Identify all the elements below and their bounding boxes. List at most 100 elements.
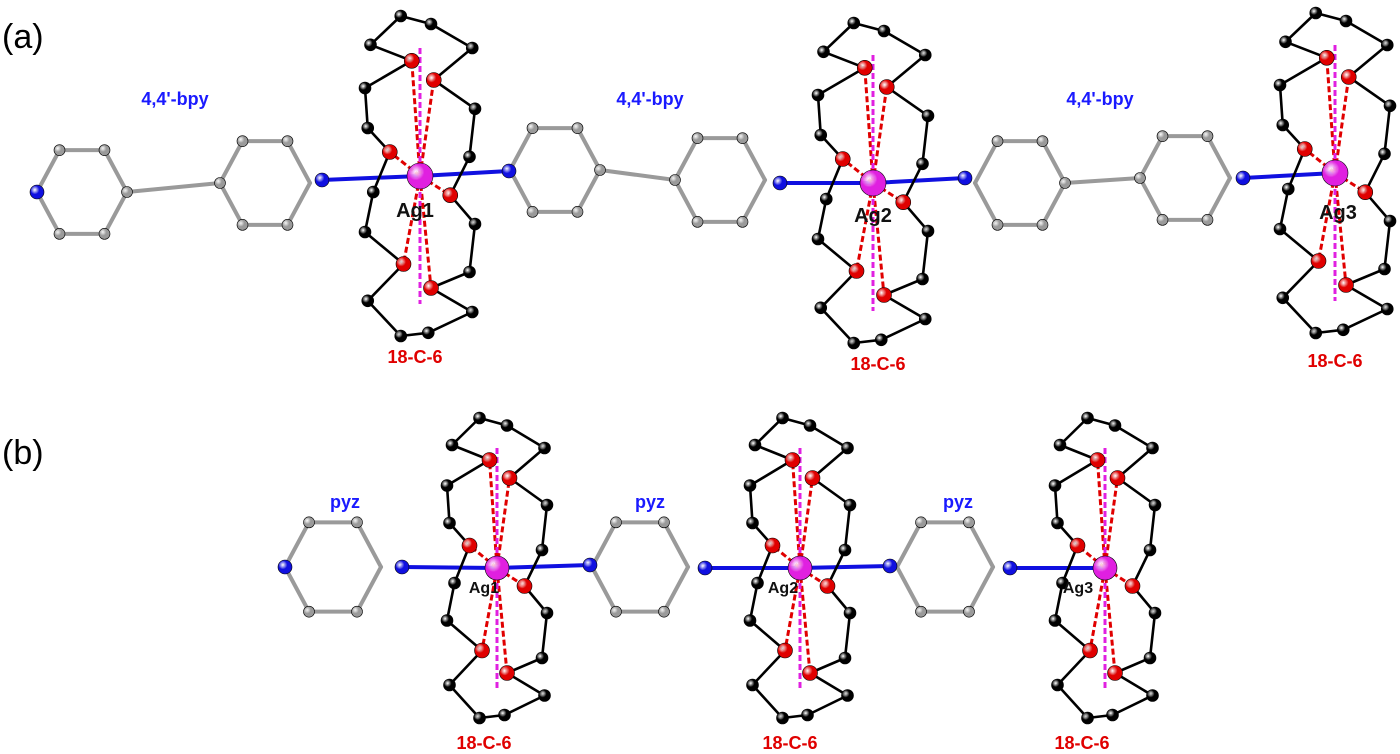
panel-a-bpy-3-ring-bond xyxy=(1205,176,1232,222)
panel-a-crown-1-crown-bond xyxy=(429,286,474,314)
panel-b-crown-3-oxygen-atom xyxy=(1109,470,1126,486)
panel-b-crown-3-carbon-atom xyxy=(1106,708,1119,722)
panel-a-crown-3-carbon-atom xyxy=(1339,14,1353,28)
panel-b-crown-3-carbon-atom xyxy=(1056,576,1069,590)
panel-a-crown-1-crown-bond xyxy=(363,230,405,266)
panel-a-crown-2-carbon-atom xyxy=(811,232,825,246)
panel-b-crown-3-crown-bond xyxy=(1111,694,1154,717)
panel-a-bpy-3-ring-bond xyxy=(1138,176,1165,222)
panel-a-bpy-1-ring-bond xyxy=(285,181,312,227)
panel-a-bpy-2-ring-bond xyxy=(673,178,700,224)
panel-b-nitrogen-atom xyxy=(582,557,598,573)
panel-b-crown-2-oxygen-atom xyxy=(764,537,781,554)
panel-b-crown-1-carbon-atom xyxy=(540,498,554,512)
panel-a-ligand-carbon-atom xyxy=(526,122,539,134)
panel-a-crown-3-crown-bond xyxy=(1281,296,1318,335)
panel-b-nitrogen-atom xyxy=(882,558,898,574)
panel-a-crown-1-crown-bond xyxy=(366,299,403,338)
panel-a-crown-2-oxygen-atom xyxy=(878,79,895,95)
panel-a-ligand-carbon-atom xyxy=(214,177,226,189)
panel-b-crown-3-crown-bond xyxy=(1053,581,1064,622)
panel-b-crown-1-carbon-atom xyxy=(535,543,549,557)
panel-a-bpy-2-ring-bond xyxy=(575,126,602,172)
panel-b-crown-2-crown-bond xyxy=(751,683,784,720)
panel-b-ligand-label-1: pyz xyxy=(330,492,360,512)
panel-a-crown-3-oxygen-atom xyxy=(1296,141,1313,157)
panel-a-crown-2-carbon-atom xyxy=(874,333,888,347)
panel-a-crown-3-carbon-atom xyxy=(1276,118,1290,132)
panel-b-crown-2-carbon-atom xyxy=(843,606,857,620)
panel-a-crown-3-crown-bond xyxy=(1383,104,1392,156)
panel-b-ligand-label-3: pyz xyxy=(943,492,973,512)
panel-a-crown-1-carbon-atom xyxy=(465,305,479,319)
panel-a-bpy-2-ring-bond xyxy=(673,136,700,182)
panel-b-metal-label-2: Ag2 xyxy=(768,580,798,597)
panel-a-ligand-label-3: 4,4'-bpy xyxy=(1066,89,1133,109)
panel-a-crown-3-oxygen-atom xyxy=(1318,49,1335,66)
panel-b-ag-n-bond xyxy=(798,564,892,570)
panel-b-crown-3-carbon-atom xyxy=(1146,441,1159,455)
panel-b-crown-3-oxygen-atom xyxy=(1069,537,1086,554)
panel-a-crown-2-crown-bond xyxy=(819,269,858,310)
labels-layer: (a) 4,4'-bpy 4,4'-bpy 4,4'-bpy 18-C-6 18… xyxy=(2,18,1363,753)
panel-a-crown-2-crown-bond xyxy=(882,29,927,57)
panel-a-crown-3-carbon-atom xyxy=(1336,323,1350,337)
panel-a-crown-2-oxygen-atom xyxy=(834,151,851,167)
panel-b-crown-3-crown-bond xyxy=(1053,458,1099,487)
panel-a-crown-3-crown-bond xyxy=(1344,283,1389,311)
panel-b-crown-3-carbon-atom xyxy=(1148,498,1162,512)
panel-b-pyz-2-ring-bond xyxy=(662,520,690,569)
panel-a-crown-3-crown-bond xyxy=(1278,227,1320,263)
panel-b-nitrogen-atom xyxy=(277,559,293,575)
panel-a-ligand-carbon-atom xyxy=(991,219,1004,231)
panel-b-crown-2-crown-bond xyxy=(843,503,852,552)
panel-b-ligand-carbon-atom xyxy=(963,605,975,618)
panel-a-nitrogen-atom xyxy=(314,172,330,188)
panel-b-ligand-carbon-atom xyxy=(963,516,975,529)
panel-a-crown-1-crown-bond xyxy=(363,59,414,90)
panel-a-crown-1-crown-bond xyxy=(468,107,477,159)
panel-b-crown-1-crown-bond xyxy=(540,503,549,552)
panel-b-crown-2-oxygen-atom xyxy=(819,578,836,594)
panel-a-crown-3-crown-bond xyxy=(1281,259,1320,300)
panel-a-bpy-2-ring-bond xyxy=(508,168,535,214)
panel-a-crown-1-crown-bond xyxy=(432,46,474,82)
panel-b-metal-label-1: Ag1 xyxy=(469,580,499,597)
panel-a-crown-1-carbon-atom xyxy=(465,41,479,55)
panel-b-crown-3-carbon-atom xyxy=(1051,516,1064,530)
panel-b-crown-1-carbon-atom xyxy=(440,614,454,627)
panel-b-ligand-carbon-atom xyxy=(610,605,622,618)
panel-a-crown-2-crown-bond xyxy=(822,21,856,54)
panel-a-crown-3-crown-bond xyxy=(1347,75,1392,108)
panel-b-pyz-2-ring-bond xyxy=(590,520,618,569)
panel-a-ligand-carbon-atom xyxy=(1201,214,1214,226)
panel-b-crown-2-carbon-atom xyxy=(838,651,852,665)
panel-a-ligand-carbon-atom xyxy=(691,132,704,144)
panel-b-nitrogen-atom xyxy=(1002,560,1018,576)
panel-a-silver-atom xyxy=(406,162,434,190)
panel-a-bpy-3-ring-bond xyxy=(973,139,1000,185)
panel-a-crown-2-crown-bond xyxy=(882,293,927,321)
panel-a-crown-3-carbon-atom xyxy=(1383,99,1397,113)
panel-a-crown-3-crown-bond xyxy=(1383,219,1392,271)
panel-b-crown-1-oxygen-atom xyxy=(501,470,518,486)
panel-a-crown-1-oxygen-atom xyxy=(423,280,439,296)
panel-a-silver-atom xyxy=(859,169,887,197)
panel-b-crown-1-carbon-atom xyxy=(473,411,486,425)
panel-a-bpy-1-ring-bond xyxy=(285,139,312,185)
panel-a-bpy-1-ring-bond xyxy=(102,190,129,236)
panel-a-ligand-carbon-atom xyxy=(236,219,249,231)
panel-a-crown-2-carbon-atom xyxy=(819,192,833,206)
panel-b-pyz-1-ring-bond xyxy=(355,565,383,614)
panel-a-bpy-3-ring-bond xyxy=(1205,134,1232,180)
panel-b-ligand-carbon-atom xyxy=(658,516,670,529)
panel-a-crown-2-carbon-atom xyxy=(918,312,932,326)
panel-a-crown-2-carbon-atom xyxy=(817,45,830,59)
panel-a-crown-3-oxygen-atom xyxy=(1357,184,1374,200)
panel-b-crown-3-crown-bond xyxy=(1148,503,1157,552)
panel-a-crown-label-1: 18-C-6 xyxy=(387,347,442,367)
panel-b-crown-1-ag-o-contact xyxy=(480,567,499,651)
panel-a-crown-1-carbon-atom xyxy=(361,294,375,308)
panel-b-ligand-carbon-atom xyxy=(351,605,363,618)
panel-b-nitrogen-atom xyxy=(697,560,713,576)
